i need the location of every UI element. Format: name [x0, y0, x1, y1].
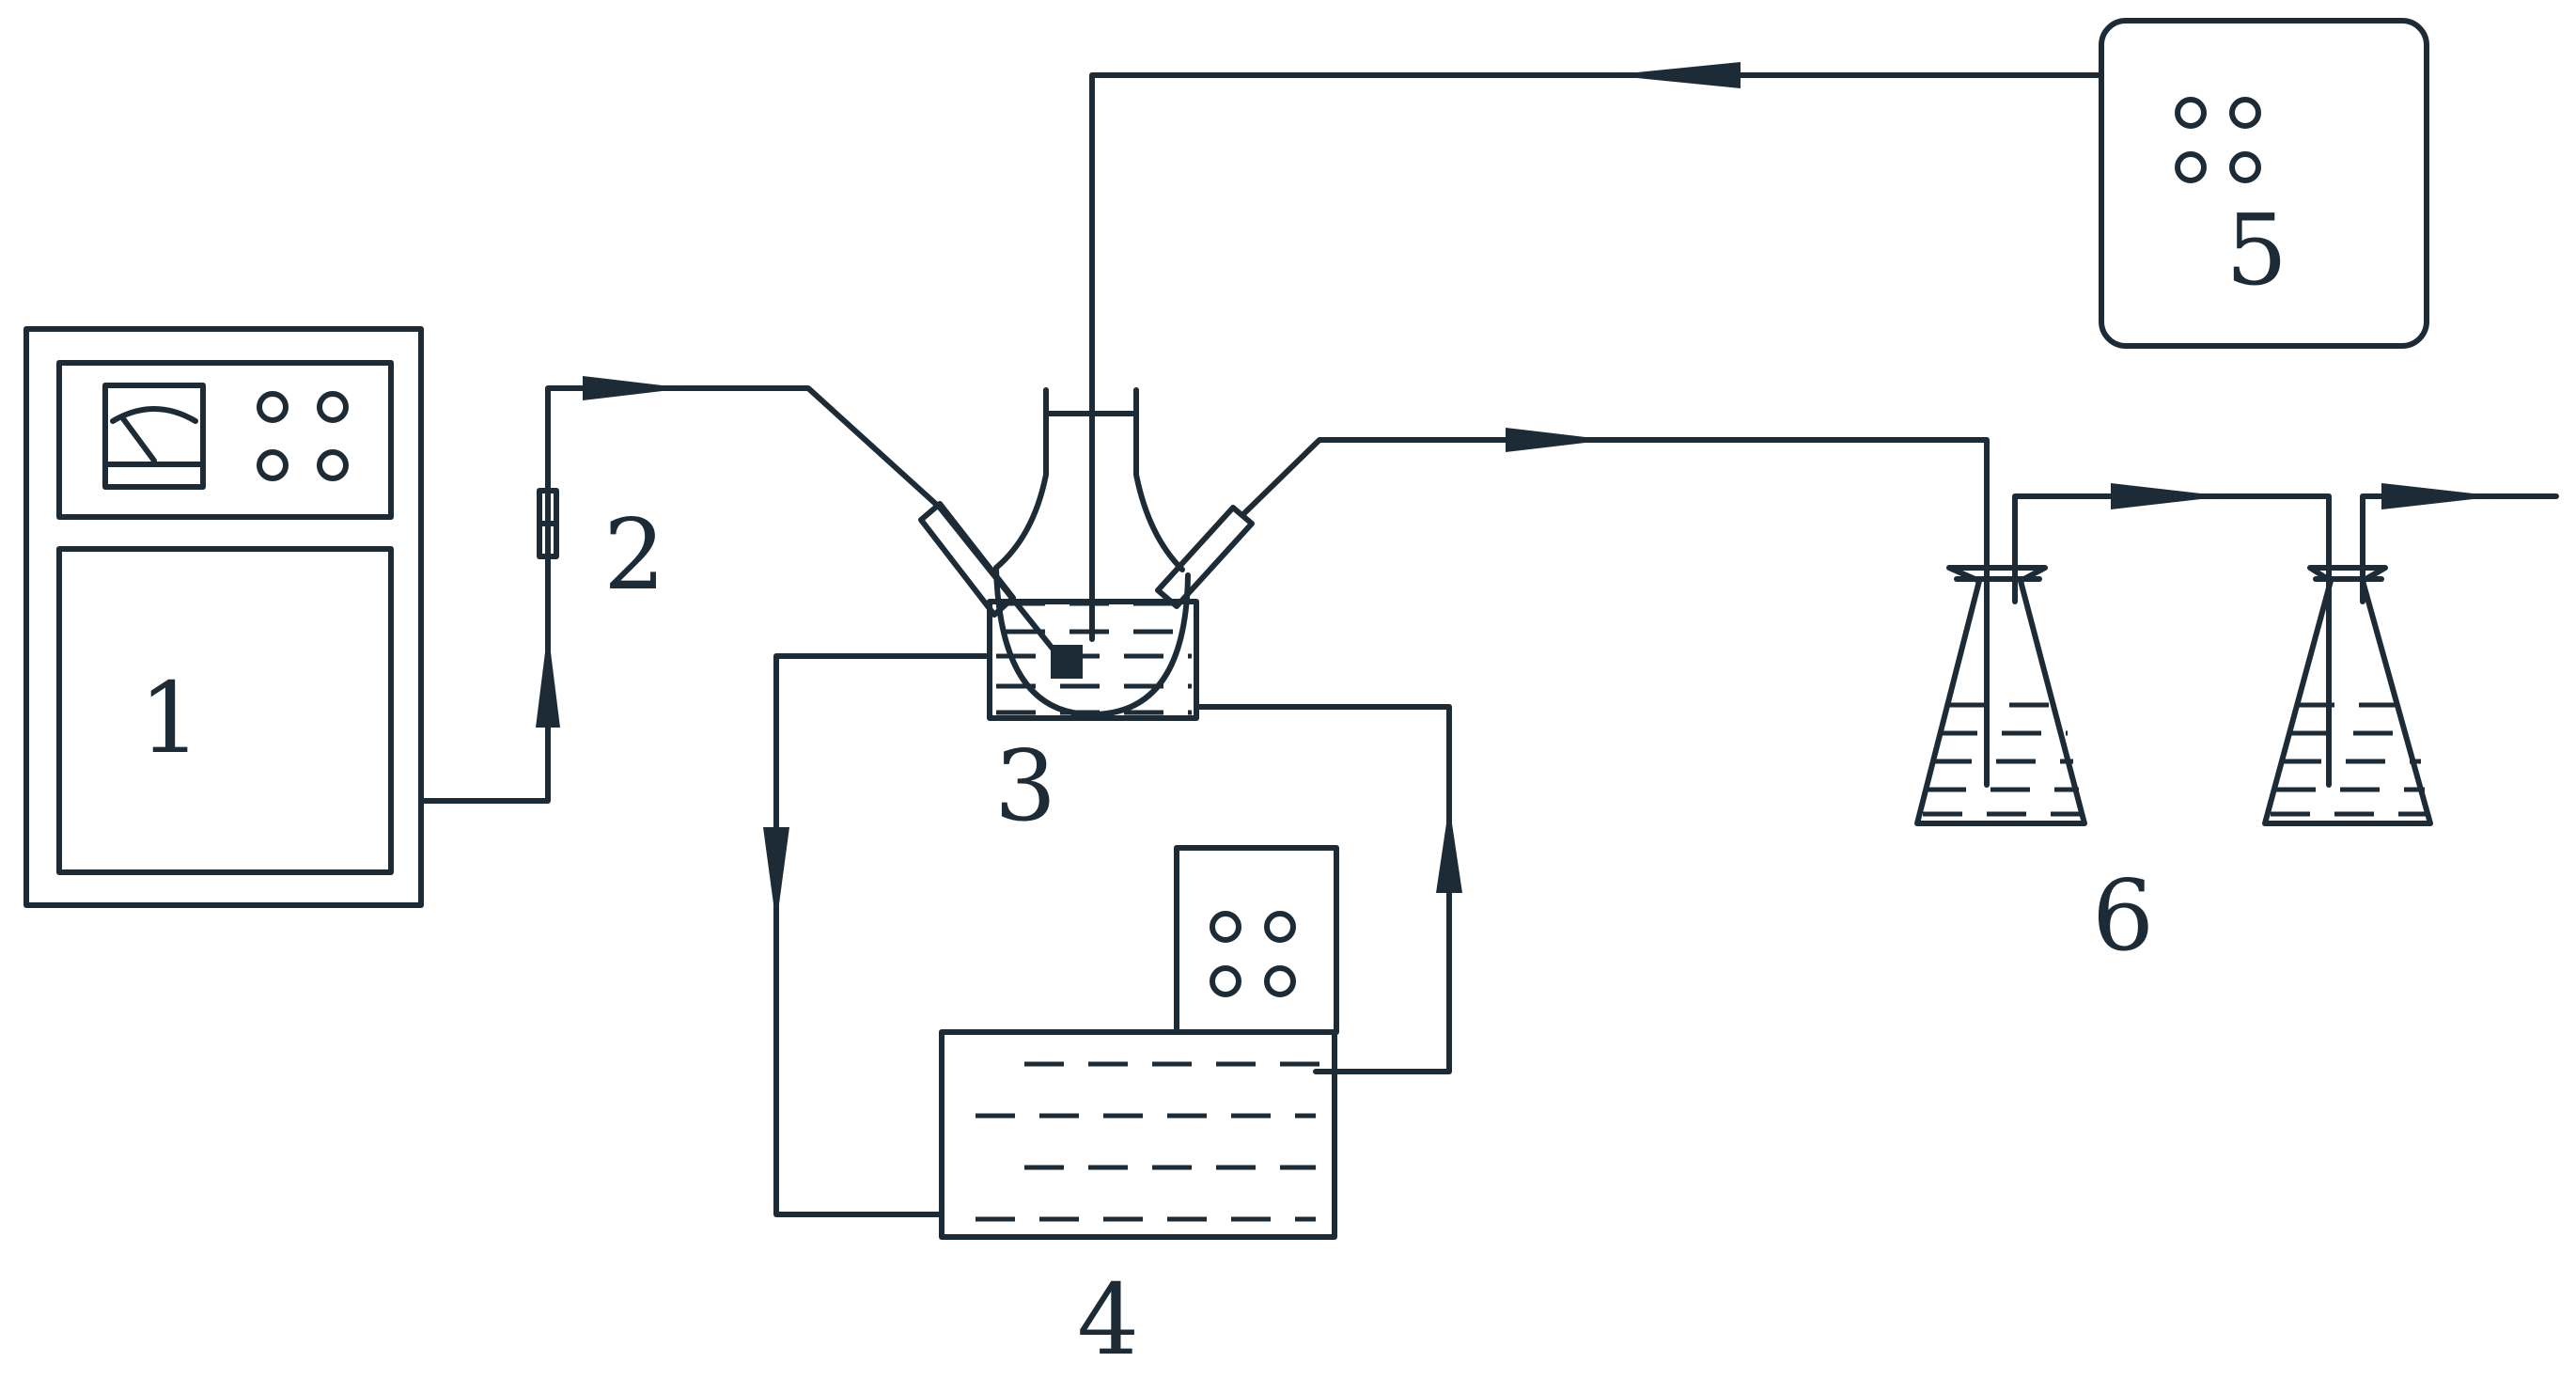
label-2: 2 — [603, 497, 665, 612]
line-5-to-3 — [1089, 62, 2104, 642]
knobs-icon — [2175, 97, 2261, 183]
gas-line-3-to-6 — [1240, 428, 1990, 619]
arrow-down-icon — [763, 827, 789, 925]
arrow-right-icon — [2111, 483, 2225, 509]
label-4: 4 — [1077, 1262, 1139, 1377]
device-4-bath — [939, 845, 1339, 1240]
flowmeter-2 — [537, 488, 559, 559]
absorption-flask-1 — [1914, 483, 2332, 826]
absorption-flask-2 — [2262, 483, 2559, 826]
reactor-3 — [918, 387, 1255, 721]
label-5: 5 — [2225, 193, 2287, 307]
electrode-block — [1051, 645, 1083, 679]
device-5-controller — [2099, 18, 2429, 349]
label-6: 6 — [2092, 858, 2154, 973]
arrow-right-icon — [583, 376, 686, 400]
knobs-icon — [1210, 911, 1296, 997]
arrow-left-icon — [1609, 62, 1741, 88]
label-1: 1 — [139, 661, 201, 775]
arrow-right-icon — [2381, 483, 2498, 509]
label-3: 3 — [994, 728, 1056, 843]
gas-line-1-to-2 — [418, 385, 584, 804]
knobs-icon — [257, 391, 349, 481]
arrow-right-icon — [1506, 428, 1609, 452]
coolant-loop — [763, 653, 1462, 1217]
device-1-power-supply — [23, 326, 424, 908]
meter-gauge-icon — [102, 383, 206, 490]
arrow-up-icon — [536, 630, 560, 728]
gas-line-2-to-3 — [578, 376, 943, 510]
arrow-up-icon — [1436, 805, 1462, 893]
